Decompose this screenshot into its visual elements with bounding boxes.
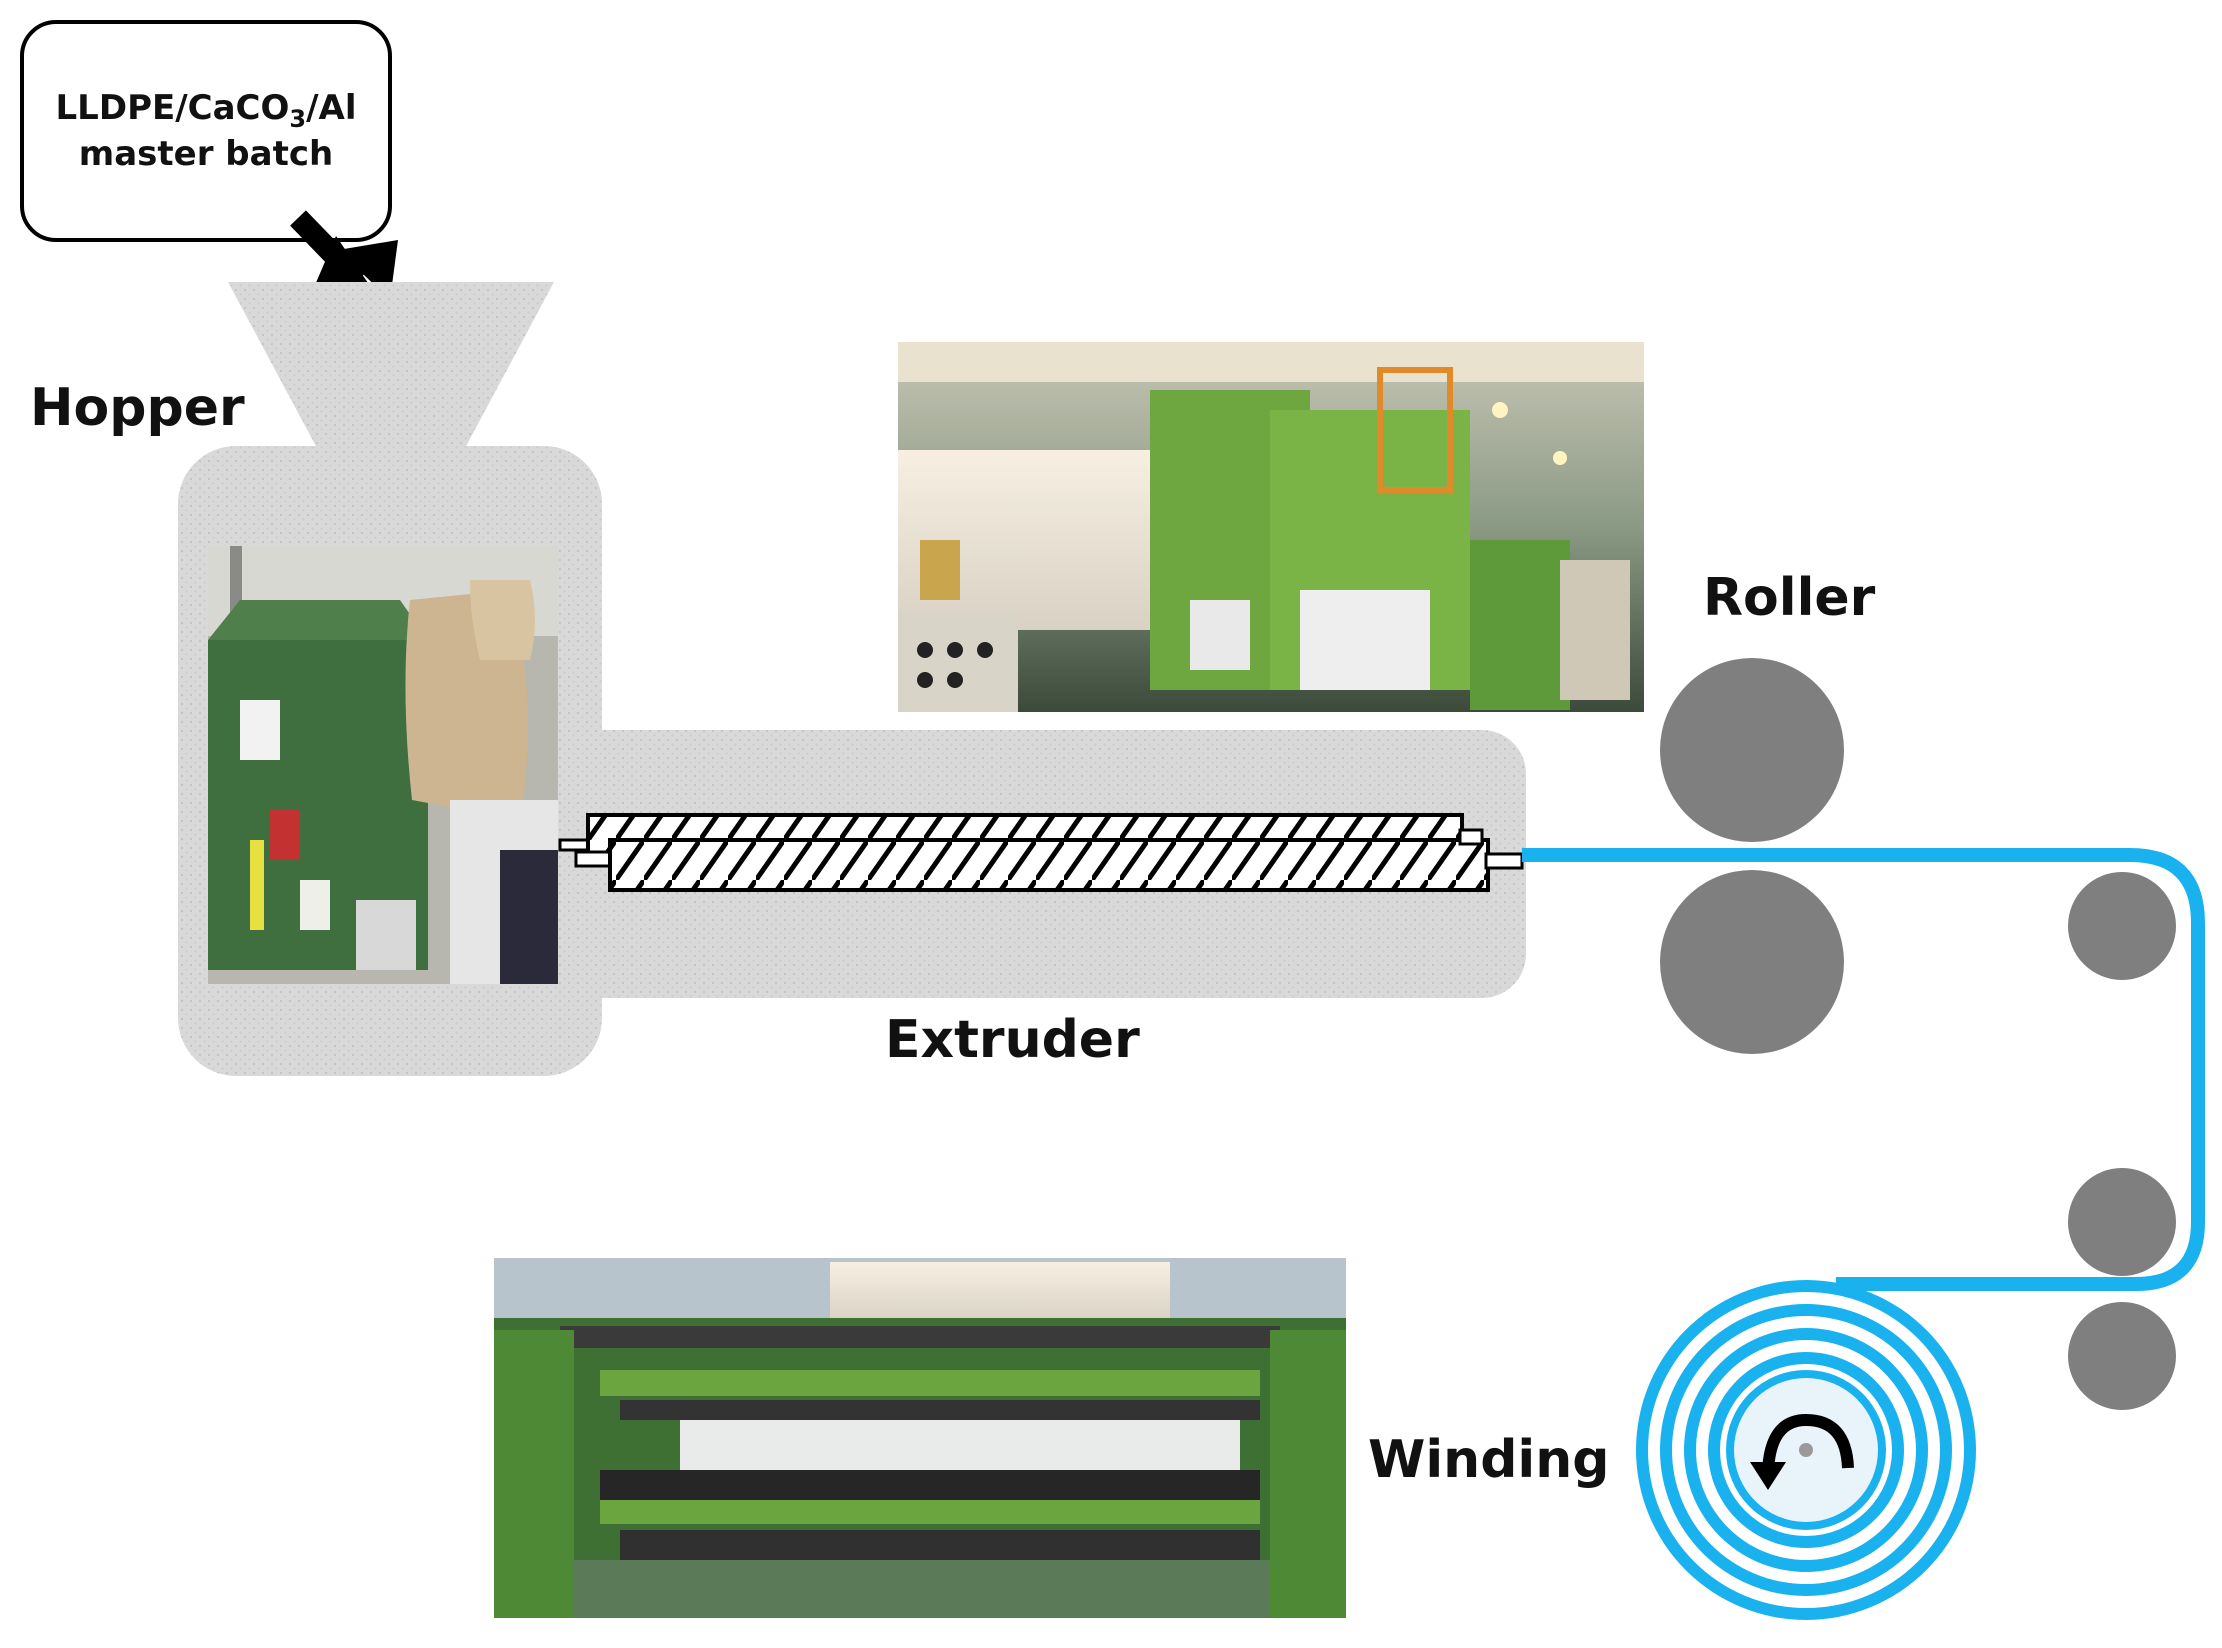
guide-roller-1	[2068, 872, 2176, 980]
master-batch-label: LLDPE/CaCO3/Al master batch	[22, 22, 390, 240]
winding-label: Winding	[1368, 1430, 1610, 1490]
winding-machine-photo	[494, 1258, 1346, 1618]
master-batch-formula: LLDPE/CaCO	[55, 88, 290, 128]
roller-label: Roller	[1703, 568, 1876, 628]
guide-roller-3	[2068, 1302, 2176, 1410]
winding-roll	[1636, 1280, 1976, 1620]
master-batch-label-line2: master batch	[78, 134, 334, 174]
master-batch-subscript: 3	[289, 104, 307, 133]
nip-roller-bottom	[1660, 870, 1844, 1054]
extruder-label: Extruder	[885, 1010, 1140, 1070]
master-batch-label-line1: LLDPE/CaCO3/Al	[56, 85, 357, 131]
nip-roller-top	[1660, 658, 1844, 842]
extruder-screw	[558, 813, 1524, 892]
guide-roller-2	[2068, 1168, 2176, 1276]
hopper-funnel	[228, 282, 554, 450]
rotate-arrow-icon	[1750, 1413, 1854, 1490]
hopper-label: Hopper	[30, 378, 245, 438]
extrusion-line-photo	[898, 342, 1644, 712]
master-batch-box	[20, 20, 392, 242]
master-batch-formula-tail: /Al	[306, 88, 357, 128]
hopper-photo	[208, 546, 558, 984]
film-path	[1522, 848, 2205, 1291]
